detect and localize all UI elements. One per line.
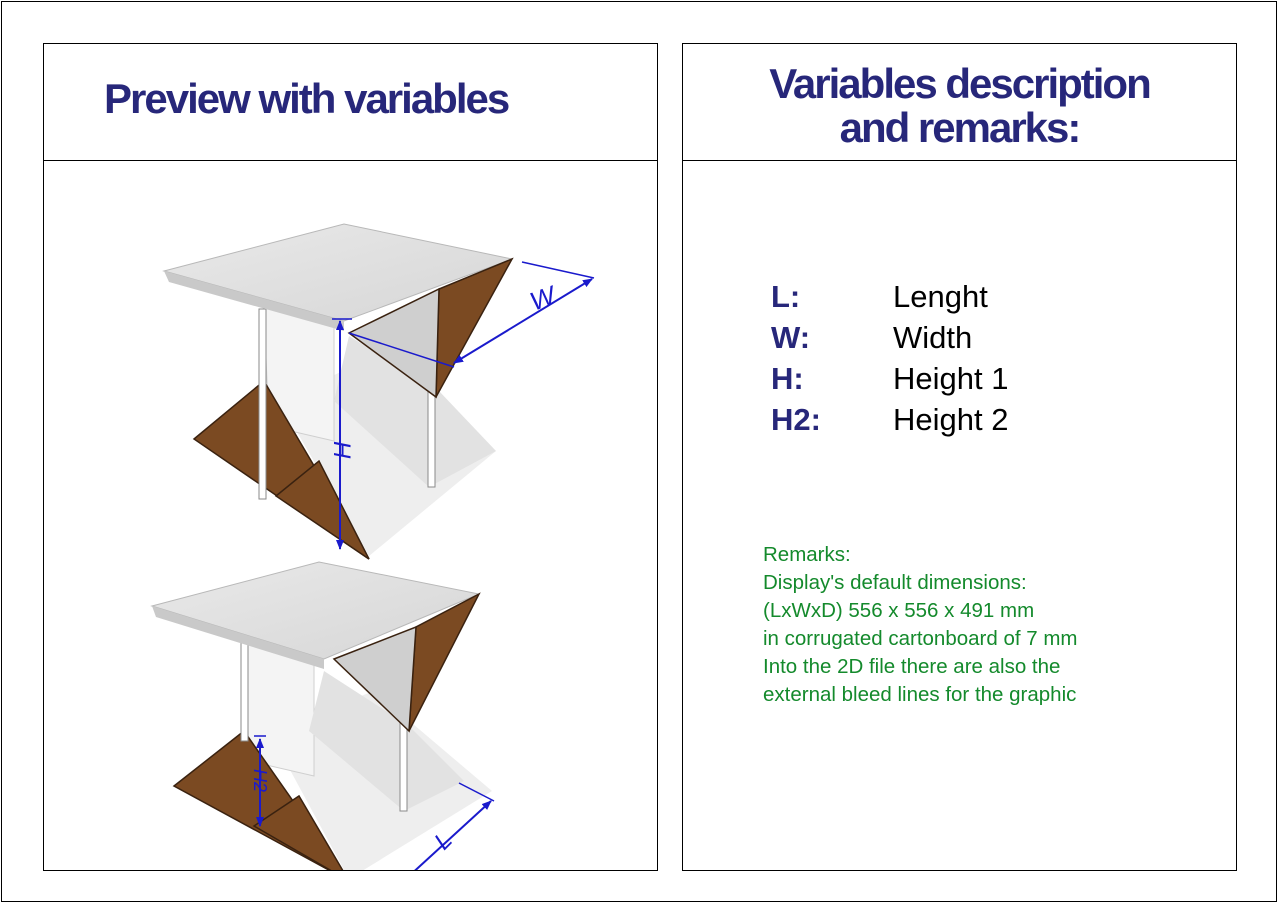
display-3d-preview: W H <box>150 223 595 870</box>
remarks-line: Into the 2D file there are also the <box>763 655 1061 678</box>
preview-title: Preview with variables <box>104 75 510 122</box>
variable-key: H2: <box>771 401 821 437</box>
variables-list: L: Lenght W: Width H: Height 1 H2: Heigh… <box>771 276 1008 440</box>
variable-row-l: L: Lenght <box>771 276 1008 317</box>
dimension-label-h2: H2 <box>250 769 270 792</box>
description-header: Variables description and remarks: <box>683 44 1236 161</box>
variable-row-h2: H2: Height 2 <box>771 399 1008 440</box>
description-panel: Variables description and remarks: L: Le… <box>682 43 1237 871</box>
variable-description: Width <box>893 319 973 355</box>
display-unit-bottom: H2 L <box>150 561 495 870</box>
dimension-label-w: W <box>526 279 562 316</box>
remarks-line: Display's default dimensions: <box>763 571 1027 594</box>
variable-row-h: H: Height 1 <box>771 358 1008 399</box>
description-title: Variables description and remarks: <box>683 62 1236 150</box>
variable-description: Height 2 <box>893 401 1009 437</box>
preview-panel: Preview with variables <box>43 43 658 871</box>
variable-key: W: <box>771 319 811 355</box>
description-title-line1: Variables description <box>769 60 1152 107</box>
dimension-label-h: H <box>328 441 355 459</box>
preview-header: Preview with variables <box>44 44 657 161</box>
display-unit-top: W H <box>162 223 595 560</box>
variable-description: Lenght <box>893 278 988 314</box>
variable-description: Height 1 <box>893 360 1009 396</box>
remarks-block: Remarks: Display's default dimensions: (… <box>763 541 1078 709</box>
remarks-heading: Remarks: <box>763 543 851 566</box>
variable-key: H: <box>771 360 804 396</box>
remarks-line: in corrugated cartonboard of 7 mm <box>763 627 1078 650</box>
description-title-line2: and remarks: <box>839 104 1082 151</box>
remarks-line: (LxWxD) 556 x 556 x 491 mm <box>763 599 1035 622</box>
remarks-line: external bleed lines for the graphic <box>763 683 1077 706</box>
variable-row-w: W: Width <box>771 317 1008 358</box>
dimension-label-l: L <box>429 827 458 856</box>
variable-key: L: <box>771 278 801 314</box>
